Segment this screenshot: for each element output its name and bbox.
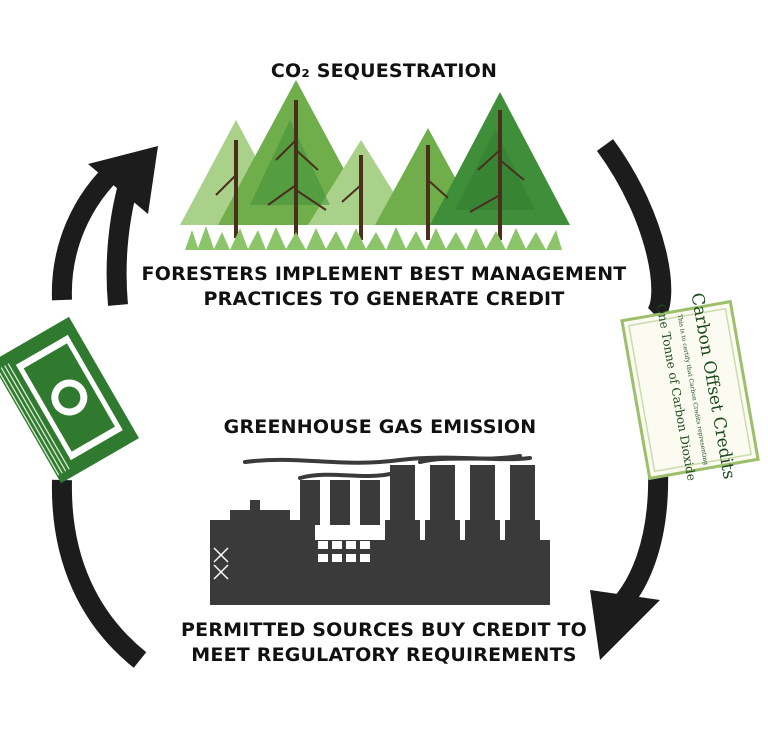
carbon-credit-card-icon: Carbon Offset Credits This is to certify… <box>620 291 760 482</box>
sequestration-title: CO₂ SEQUESTRATION <box>270 60 498 82</box>
emission-title: GREENHOUSE GAS EMISSION <box>223 416 537 438</box>
sequestration-caption-line: FORESTERS IMPLEMENT BEST MANAGEMENT <box>141 263 627 285</box>
arrow-right-lower <box>603 469 669 623</box>
arrow-right-down <box>596 139 672 323</box>
smoke-icon <box>243 454 532 480</box>
emission-caption-line: MEET REGULATORY REQUIREMENTS <box>191 644 577 666</box>
arrow-head-top-left <box>88 146 158 214</box>
factory-icon <box>210 465 550 605</box>
arrow-head-bottom-right <box>590 590 660 660</box>
money-stack-icon <box>0 316 139 484</box>
sequestration-caption-line: PRACTICES TO GENERATE CREDIT <box>203 288 565 310</box>
emission-caption-line: PERMITTED SOURCES BUY CREDIT TO <box>181 619 587 641</box>
pine-tree-icon <box>180 80 570 250</box>
arrow-left-lower <box>51 479 147 668</box>
sequestration-caption: FORESTERS IMPLEMENT BEST MANAGEMENT PRAC… <box>140 262 628 312</box>
emission-caption: PERMITTED SOURCES BUY CREDIT TO MEET REG… <box>140 618 628 668</box>
